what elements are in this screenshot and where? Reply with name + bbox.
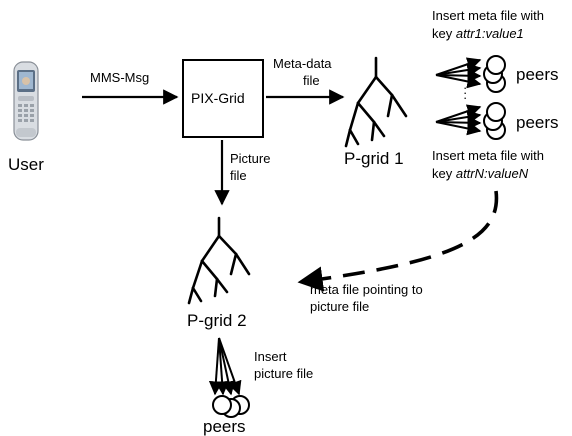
ellipsis-dots-3: ·: [463, 90, 467, 105]
peers-fan-top: [435, 57, 482, 89]
mms-label: MMS-Msg: [90, 70, 149, 85]
peers-fan-bottom: [208, 337, 242, 396]
insert-picture-line1: Insert: [254, 349, 287, 364]
peer-cluster-icon-bottom: [212, 395, 250, 418]
insert-bottom-line1: Insert meta file with: [432, 148, 544, 163]
insert-top-line2: key attr1:value1: [432, 26, 524, 41]
pixgrid-label: PIX-Grid: [191, 90, 245, 106]
pixgrid-box: [182, 59, 264, 138]
peers-label-top: peers: [516, 65, 559, 84]
insert-bottom-key: attrN:valueN: [456, 166, 529, 181]
metadata-label-line2: file: [303, 73, 320, 88]
ellipsis-dots-2: ·: [463, 85, 467, 100]
peer-cluster-icon-top: [483, 55, 506, 93]
ellipsis-dots-1: ·: [463, 80, 467, 95]
metadata-label-line1: Meta-data: [273, 56, 332, 71]
insert-bottom-line2: key attrN:valueN: [432, 166, 529, 181]
insert-picture-line2: picture file: [254, 366, 313, 381]
picture-label-line2: file: [230, 168, 247, 183]
peers-label-bottom: peers: [203, 417, 246, 436]
picture-label-line1: Picture: [230, 151, 270, 166]
insert-top-key: attr1:value1: [456, 26, 524, 41]
peers-label-middle: peers: [516, 113, 559, 132]
pgrid2-label: P-grid 2: [187, 311, 247, 330]
pointer-label-line2: picture file: [310, 299, 369, 314]
user-label: User: [8, 155, 44, 174]
insert-top-key-prefix: key: [432, 26, 456, 41]
peer-cluster-icon-middle: [483, 102, 506, 140]
insert-bottom-key-prefix: key: [432, 166, 456, 181]
phone-icon: [13, 61, 39, 141]
pgrid1-tree-icon: [344, 56, 408, 148]
pointer-label-line1: meta file pointing to: [310, 282, 423, 297]
meta-pointer-arrow: [297, 190, 499, 292]
pgrid2-tree-icon: [187, 216, 251, 305]
peers-fan-middle: [435, 104, 482, 136]
insert-top-line1: Insert meta file with: [432, 8, 544, 23]
pgrid1-label: P-grid 1: [344, 149, 404, 168]
